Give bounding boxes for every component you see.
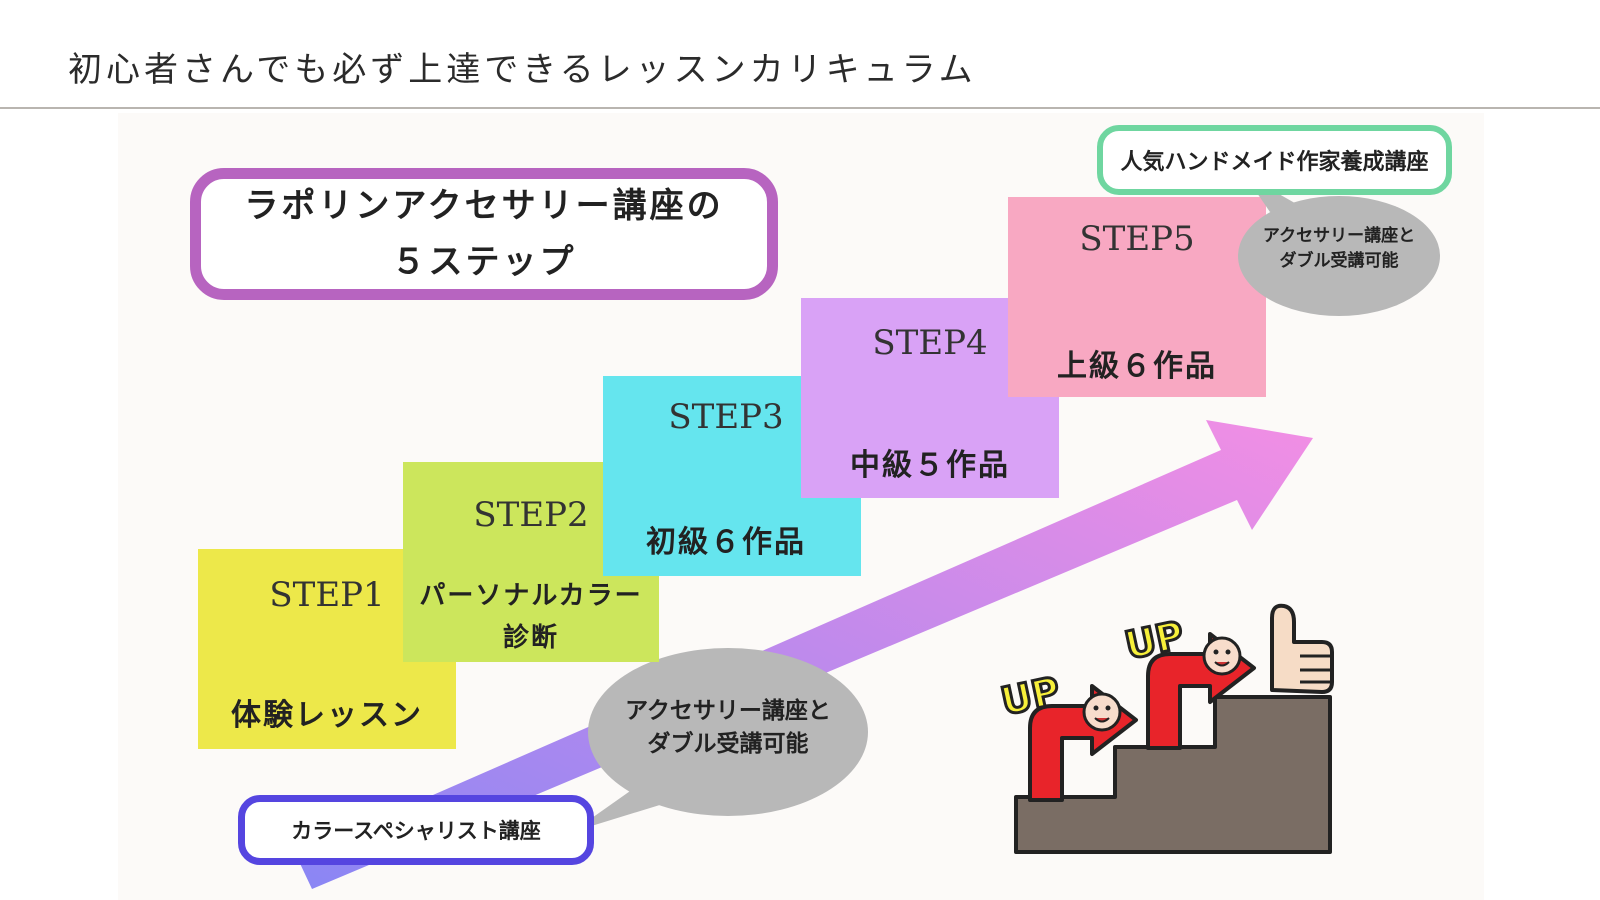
bottom-course-text: カラースペシャリスト講座 <box>291 819 541 843</box>
main-callout-line2: ５ステップ <box>391 242 577 282</box>
thumbs-up-icon <box>1270 603 1334 694</box>
bottom-course-label: カラースペシャリスト講座 <box>238 795 594 865</box>
step-1-label: STEP1 <box>269 575 385 615</box>
upper-bubble-line1: アクセサリー講座と <box>1262 226 1416 246</box>
step-3-desc: 初級６作品 <box>646 525 806 560</box>
up-arrow-right-icon <box>1146 632 1256 750</box>
step-5: STEP5 上級６作品 <box>1008 197 1266 397</box>
step-2-desc-line1: パーソナルカラー <box>419 581 643 611</box>
lower-bubble-line2: ダブル受講可能 <box>647 731 809 758</box>
upper-bubble-text: アクセサリー講座と ダブル受講可能 <box>1244 224 1434 273</box>
page-title: 初心者さんでも必ず上達できるレッスンカリキュラム <box>68 50 977 90</box>
title-divider <box>0 107 1600 109</box>
growth-arrow-body <box>296 420 1313 889</box>
main-callout-line1: ラポリンアクセサリー講座の <box>244 186 724 226</box>
step-5-label: STEP5 <box>1079 219 1195 259</box>
step-4-desc: 中級５作品 <box>850 448 1010 483</box>
upper-bubble-line2: ダブル受講可能 <box>1279 250 1399 271</box>
main-callout: ラポリンアクセサリー講座の ５ステップ <box>190 168 778 300</box>
top-course-label: 人気ハンドメイド作家養成講座 <box>1097 125 1452 195</box>
lower-bubble-line1: アクセサリー講座と <box>625 698 831 724</box>
up-arrow-left-icon <box>1028 684 1138 802</box>
step-2-label: STEP2 <box>473 495 589 535</box>
lower-bubble-text: アクセサリー講座と ダブル受講可能 <box>598 695 858 762</box>
step-5-desc: 上級６作品 <box>1057 349 1217 384</box>
step-3-label: STEP3 <box>668 397 784 437</box>
step-4-label: STEP4 <box>872 323 988 363</box>
step-2-desc-line2: 診断 <box>502 623 559 653</box>
step-1-desc: 体験レッスン <box>231 698 423 733</box>
top-course-text: 人気ハンドメイド作家養成講座 <box>1120 150 1429 175</box>
